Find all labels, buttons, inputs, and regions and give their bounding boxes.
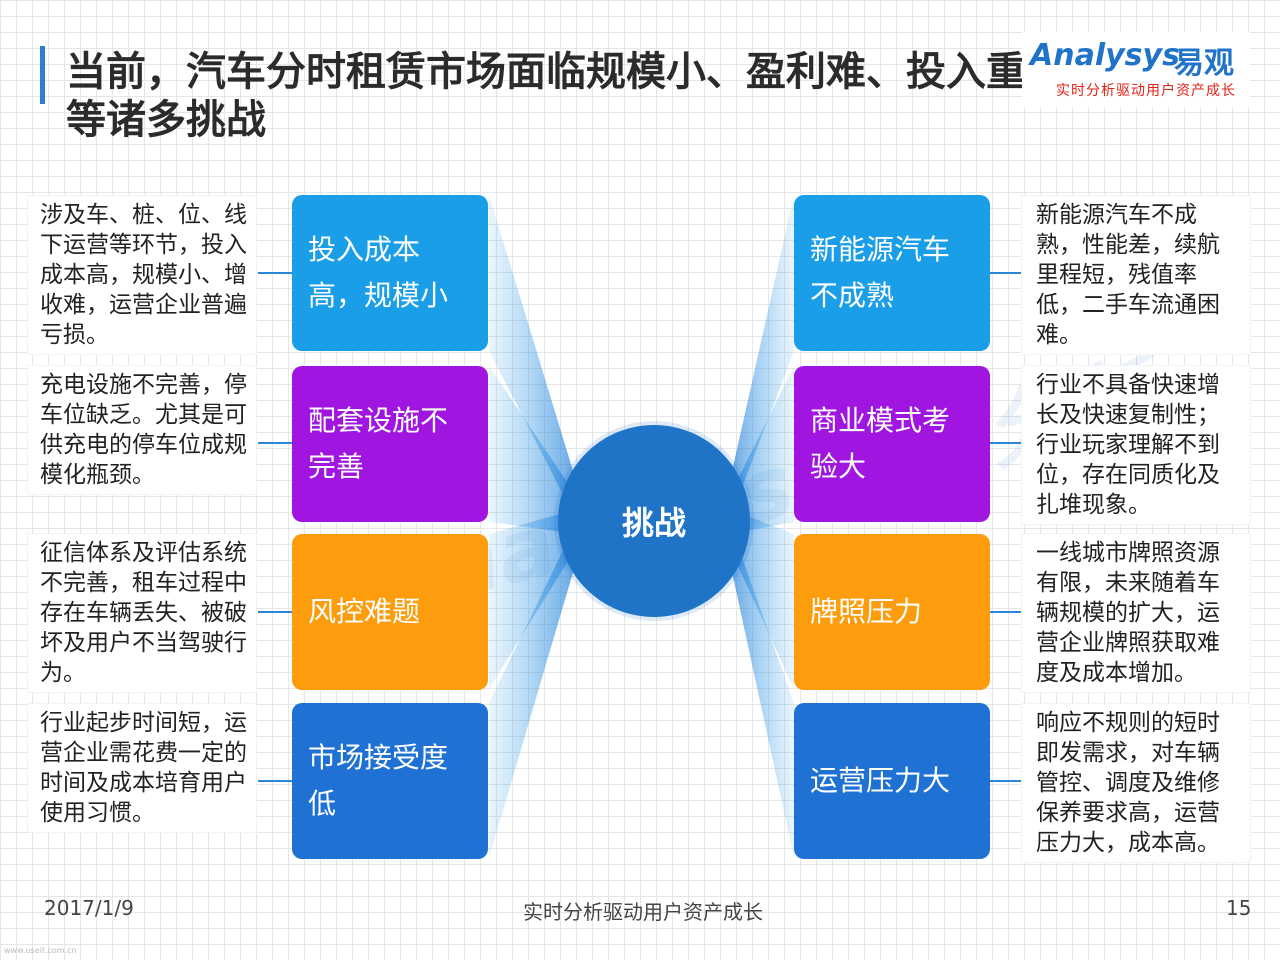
right-card-4: 运营压力大: [794, 703, 990, 859]
title-accent-bar: [40, 46, 45, 104]
right-connector-4: [990, 780, 1024, 782]
right-card-2: 商业模式考验大: [794, 366, 990, 522]
analysys-logo: Analysys 易观 实时分析驱动用户资产成长: [1022, 32, 1250, 108]
left-desc-1: 涉及车、桩、位、线下运营等环节，投入成本高，规模小、增收难，运营企业普遍亏损。: [28, 196, 256, 354]
left-card-2: 配套设施不完善: [292, 366, 488, 522]
right-desc-1: 新能源汽车不成熟，性能差，续航里程短，残值率低，二手车流通困难。: [1022, 196, 1250, 354]
logo-brand: Analysys: [1030, 38, 1180, 73]
ray-right-1: [724, 195, 794, 535]
page-title: 当前，汽车分时租赁市场面临规模小、盈利难、投入重等诸多挑战: [66, 49, 1026, 143]
right-connector-3: [990, 611, 1024, 613]
right-connector-2: [990, 442, 1024, 444]
center-label: 挑战: [621, 504, 686, 542]
left-desc-4: 行业起步时间短，运营企业需花费一定的时间及成本培育用户使用习惯。: [28, 704, 256, 832]
left-connector-1: [258, 272, 292, 274]
logo-brand-cn: 易观: [1174, 46, 1234, 81]
left-card-3-label: 风控难题: [308, 595, 421, 628]
left-desc-2: 充电设施不完善，停车位缺乏。尤其是可供充电的停车位成规模化瓶颈。: [28, 366, 256, 494]
left-desc-3: 征信体系及评估系统不完善，租车过程中存在车辆丢失、被破坏及用户不当驾驶行为。: [28, 534, 256, 692]
logo-slogan: 实时分析驱动用户资产成长: [1056, 83, 1236, 99]
right-card-4-label: 运营压力大: [810, 764, 951, 797]
right-desc-3: 一线城市牌照资源有限，未来随着车辆规模的扩大，运营企业牌照获取难度及成本增加。: [1022, 534, 1250, 692]
footer-url: www.useit.com.cn: [4, 946, 77, 955]
right-card-1-label: 新能源汽车不成熟: [810, 233, 951, 312]
left-card-4-label: 市场接受度低: [308, 741, 449, 820]
footer-date: 2017/1/9: [44, 896, 134, 920]
footer-slogan: 实时分析驱动用户资产成长: [523, 900, 763, 924]
left-card-4: 市场接受度低: [292, 703, 488, 859]
left-card-3: 风控难题: [292, 534, 488, 690]
right-desc-4: 响应不规则的短时即发需求，对车辆管控、调度及维修保养要求高，运营压力大，成本高。: [1022, 704, 1250, 862]
ray-left-4: [489, 507, 584, 858]
right-connector-1: [990, 272, 1024, 274]
left-card-1-label: 投入成本高，规模小: [308, 233, 449, 312]
right-desc-2: 行业不具备快速增长及快速复制性；行业玩家理解不到位，存在同质化及扎堆现象。: [1022, 366, 1250, 524]
left-card-2-label: 配套设施不完善: [308, 404, 449, 483]
right-card-3: 牌照压力: [794, 534, 990, 690]
ray-left-2: [489, 366, 584, 535]
left-connector-3: [258, 611, 292, 613]
ray-left-3: [489, 507, 584, 689]
ray-left-1: [489, 195, 584, 535]
page-number: 15: [1226, 896, 1252, 920]
right-card-2-label: 商业模式考验大: [810, 404, 951, 483]
ray-right-4: [724, 507, 794, 858]
right-card-3-label: 牌照压力: [810, 595, 923, 628]
center-challenge-circle: 挑战: [558, 425, 750, 617]
right-card-1: 新能源汽车不成熟: [794, 195, 990, 351]
left-connector-4: [258, 780, 292, 782]
left-card-1: 投入成本高，规模小: [292, 195, 488, 351]
left-connector-2: [258, 442, 292, 444]
